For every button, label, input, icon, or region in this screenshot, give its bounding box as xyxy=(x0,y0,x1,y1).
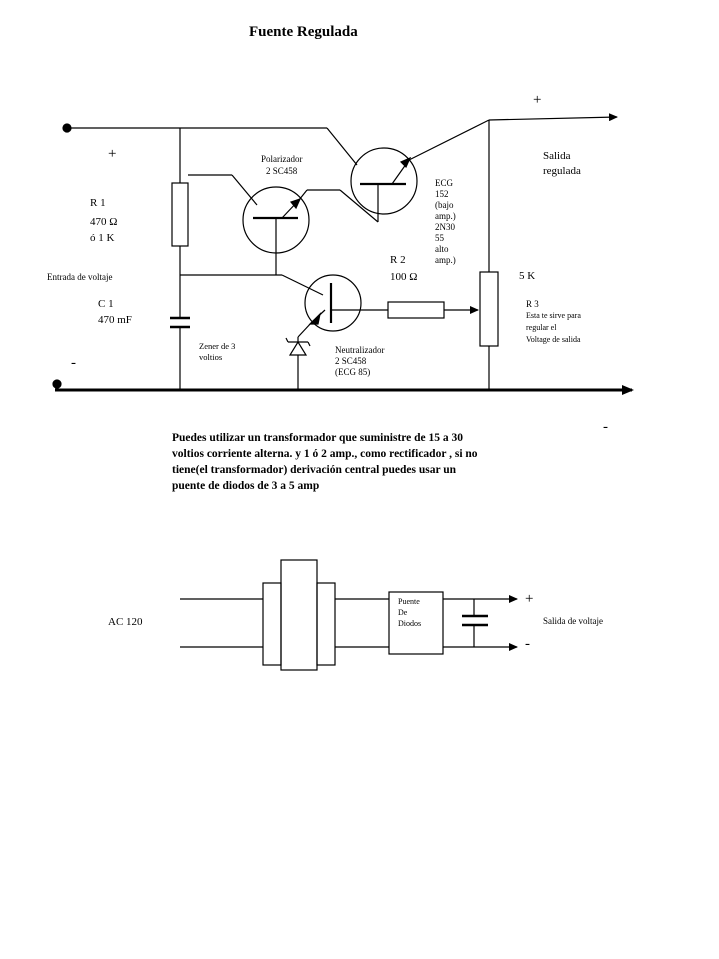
label-ac: AC 120 xyxy=(108,616,143,628)
label-plus-input: + xyxy=(108,146,116,162)
label-r3-desc-1: Esta te sirve para xyxy=(526,311,581,320)
label-puente-3: Diodos xyxy=(398,619,421,628)
page-title: Fuente Regulada xyxy=(249,24,358,40)
label-r2-name: R 2 xyxy=(390,254,406,266)
label-entrada: Entrada de voltaje xyxy=(47,272,112,282)
transformer-core xyxy=(280,559,318,671)
label-r3-desc-3: Voltage de salida xyxy=(526,335,581,344)
label-pot-value: 5 K xyxy=(519,270,535,282)
label-neutralizador-3: (ECG 85) xyxy=(335,367,370,377)
transistor-neutralizador xyxy=(304,274,362,332)
label-ecg-6: 55 xyxy=(435,233,445,243)
resistor-r2 xyxy=(387,301,445,319)
label-ecg-1: ECG xyxy=(435,178,454,188)
transformer-secondary xyxy=(316,582,336,666)
label-minus-bottom-right: - xyxy=(603,419,608,435)
label-polarizador-1: Polarizador xyxy=(261,154,302,164)
label-minus-input: - xyxy=(71,355,76,371)
label-salida-1: Salida xyxy=(543,150,571,162)
label-r1-value: 470 Ω xyxy=(90,216,117,228)
label-plus-top-right: + xyxy=(533,92,541,108)
label-salida-2: regulada xyxy=(543,165,581,177)
label-ecg-2: 152 xyxy=(435,189,449,199)
transformer-primary xyxy=(262,582,282,666)
label-neutralizador-1: Neutralizador xyxy=(335,345,384,355)
label-ecg-4: amp.) xyxy=(435,211,456,221)
label-ecg-7: alto xyxy=(435,244,449,254)
label-ecg-5: 2N30 xyxy=(435,222,455,232)
input-negative-terminal xyxy=(52,379,62,389)
potentiometer-r3 xyxy=(479,271,499,347)
label-salida-voltaje: Salida de voltaje xyxy=(543,616,603,626)
transistor-ecg152 xyxy=(350,147,418,215)
label-ecg-8: amp.) xyxy=(435,255,456,265)
label-neutralizador-2: 2 SC458 xyxy=(335,356,367,366)
label-puente-2: De xyxy=(398,608,408,617)
resistor-r1 xyxy=(171,182,189,247)
label-r2-value: 100 Ω xyxy=(390,271,417,283)
label-c1-name: C 1 xyxy=(98,298,114,310)
label-zener-1: Zener de 3 xyxy=(199,341,235,351)
label-zener-2: voltios xyxy=(199,352,222,362)
label-ecg-3: (bajo xyxy=(435,200,454,210)
label-polarizador-2: 2 SC458 xyxy=(266,166,298,176)
zener-diode xyxy=(288,340,308,356)
label-minus-psu: - xyxy=(525,636,530,652)
diode-bridge-box xyxy=(388,591,444,655)
label-r3-desc-2: regular el xyxy=(526,323,557,332)
label-r3-name: R 3 xyxy=(526,299,539,309)
label-r1-alt: ó 1 K xyxy=(90,232,115,244)
label-plus-psu: + xyxy=(525,591,533,607)
label-c1-value: 470 mF xyxy=(98,314,132,326)
label-puente-1: Puente xyxy=(398,597,420,606)
transformer-note: Puedes utilizar un transformador que sum… xyxy=(172,432,478,492)
output-positive-rail xyxy=(488,113,618,122)
label-r1-name: R 1 xyxy=(90,197,106,209)
